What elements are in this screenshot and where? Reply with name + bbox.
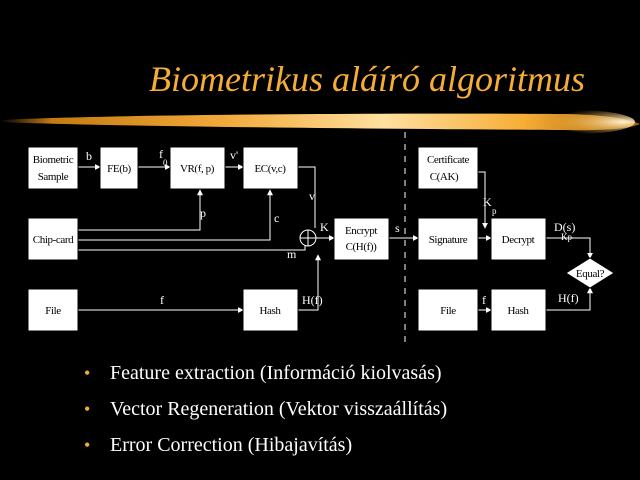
box-biometric-sample-line2: Sample — [38, 171, 69, 183]
bullet-item-1: • Feature extraction (Információ kiolvasá… — [84, 355, 447, 391]
box-certificate: Certificate C(AK) — [417, 146, 479, 190]
bullet-item-3: • Error Correction (Hibajavítás) — [84, 427, 447, 463]
bullet-list: • Feature extraction (Információ kiolvasá… — [84, 355, 447, 463]
bullet-text-3: Error Correction (Hibajavítás) — [110, 434, 353, 456]
bullet-text-2: Vector Regeneration (Vektor visszaállítá… — [110, 398, 448, 420]
slide-title: Biometrikus aláíró algoritmus — [148, 59, 585, 99]
box-encrypt: Encrypt C(H(f)) — [333, 217, 390, 261]
box-certificate-line1: Certificate — [427, 154, 470, 166]
box-encrypt-line2: C(H(f)) — [346, 241, 378, 253]
label-s: s — [395, 221, 400, 235]
box-decrypt-label: Decrypt — [502, 234, 535, 246]
box-biometric-sample: Biometric Sample — [27, 146, 79, 190]
label-hf-left: H(f) — [302, 293, 323, 307]
box-file-left: File — [27, 288, 79, 332]
label-m: m — [287, 247, 297, 261]
label-v-prime: v' — [230, 148, 238, 162]
label-k: K — [320, 220, 329, 234]
box-chip-card: Chip-card — [27, 217, 79, 261]
label-f-right: f — [482, 293, 486, 307]
box-ec: EC(v,c) — [242, 146, 299, 190]
box-chip-card-label: Chip-card — [33, 234, 74, 246]
label-kp-sub: p — [492, 206, 497, 216]
label-kp: K — [483, 195, 492, 209]
connectors — [78, 164, 593, 313]
box-ec-label: EC(v,c) — [254, 163, 286, 175]
box-signature: Signature — [417, 217, 479, 261]
decision-equal-label: Equal? — [576, 268, 605, 280]
decision-equal: Equal? — [565, 257, 615, 289]
label-f-bottom: f — [160, 293, 164, 307]
title-underline-bar — [0, 110, 640, 134]
box-hash-left: Hash — [242, 288, 299, 332]
bullet-dot-icon: • — [84, 435, 91, 455]
label-v: v — [309, 189, 315, 203]
box-decrypt: Decrypt — [490, 217, 547, 261]
box-vr-label: VR(f, p) — [180, 163, 215, 175]
label-p: p — [200, 206, 206, 220]
label-vr-sub: 0 — [196, 169, 201, 179]
box-signature-label: Signature — [429, 234, 468, 246]
label-c: c — [274, 211, 279, 225]
label-ks: Ks — [347, 251, 357, 261]
label-hf-right: H(f) — [558, 291, 579, 305]
box-hash-right-label: Hash — [507, 305, 529, 317]
label-d-s: D(s) — [554, 220, 575, 234]
box-hash-right: Hash — [490, 288, 547, 332]
box-file-right: File — [417, 288, 479, 332]
label-cert-sub: p — [457, 178, 462, 188]
box-file-left-label: File — [45, 305, 61, 317]
box-encrypt-line1: Encrypt — [345, 225, 377, 237]
label-b: b — [86, 149, 92, 163]
box-biometric-sample-line1: Biometric — [33, 154, 74, 166]
bullet-dot-icon: • — [84, 399, 91, 419]
box-hash-left-label: Hash — [259, 305, 281, 317]
box-fe-label: FE(b) — [107, 163, 131, 175]
box-certificate-line2: C(AK) — [430, 171, 459, 183]
label-kp2: Kp — [561, 232, 572, 242]
box-fe: FE(b) — [99, 146, 139, 190]
box-file-right-label: File — [440, 305, 456, 317]
box-vr: VR(f, p) — [169, 146, 226, 190]
bullet-text-1: Feature extraction (Információ kiolvasás… — [110, 362, 442, 384]
bullet-item-2: • Vector Regeneration (Vektor visszaállít… — [84, 391, 447, 427]
label-f0: f — [159, 147, 163, 161]
label-f0-sub: 0 — [163, 158, 168, 168]
bullet-dot-icon: • — [84, 363, 91, 383]
